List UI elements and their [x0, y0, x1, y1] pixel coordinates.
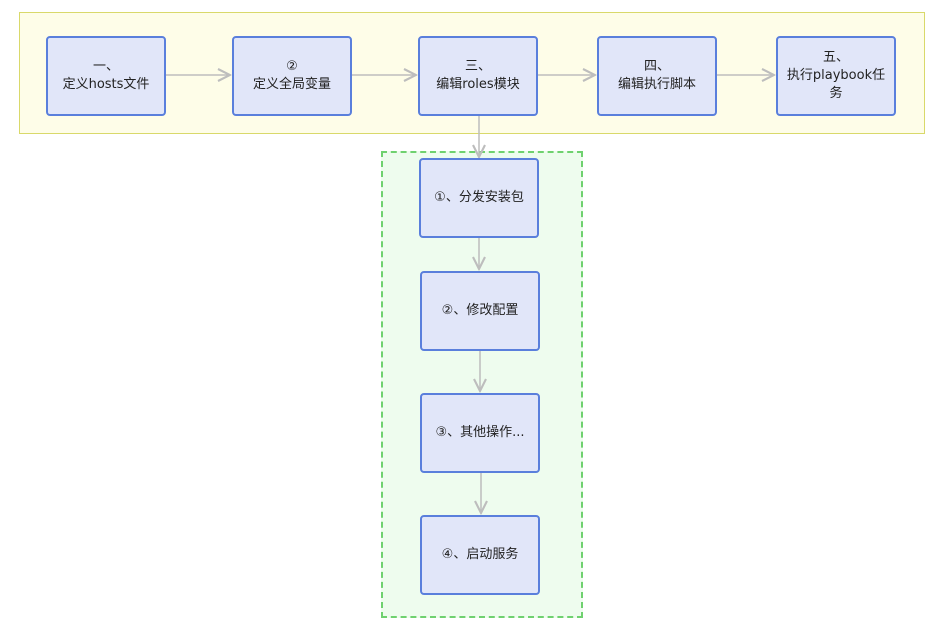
- substep-1-label: ①、分发安装包: [434, 190, 524, 205]
- step-1-line2: 定义hosts文件: [62, 77, 150, 92]
- step-1-line1: 一、: [92, 59, 119, 74]
- step-3-line1: 三、: [464, 59, 491, 74]
- step-3-line2: 编辑roles模块: [436, 77, 520, 92]
- step-5-line2: 执行playbook任: [786, 68, 886, 83]
- step-1-node[interactable]: 一、 定义hosts文件: [46, 36, 166, 116]
- step-2-line1: ②: [286, 59, 298, 74]
- step-3-node[interactable]: 三、 编辑roles模块: [418, 36, 538, 116]
- step-4-node[interactable]: 四、 编辑执行脚本: [597, 36, 717, 116]
- substep-2-label: ②、修改配置: [441, 303, 519, 318]
- substep-4-node[interactable]: ④、启动服务: [420, 515, 540, 595]
- step-2-node[interactable]: ② 定义全局变量: [232, 36, 352, 116]
- step-4-line2: 编辑执行脚本: [617, 77, 696, 92]
- step-5-line3: 务: [829, 86, 843, 101]
- substep-2-node[interactable]: ②、修改配置: [420, 271, 540, 351]
- step-5-line1: 五、: [822, 50, 849, 65]
- substep-4-label: ④、启动服务: [441, 547, 519, 562]
- substep-3-label: ③、其他操作...: [435, 425, 525, 440]
- step-2-line2: 定义全局变量: [252, 77, 331, 92]
- step-5-node[interactable]: 五、 执行playbook任 务: [776, 36, 896, 116]
- substep-1-node[interactable]: ①、分发安装包: [419, 158, 539, 238]
- substep-3-node[interactable]: ③、其他操作...: [420, 393, 540, 473]
- step-4-line1: 四、: [643, 59, 670, 74]
